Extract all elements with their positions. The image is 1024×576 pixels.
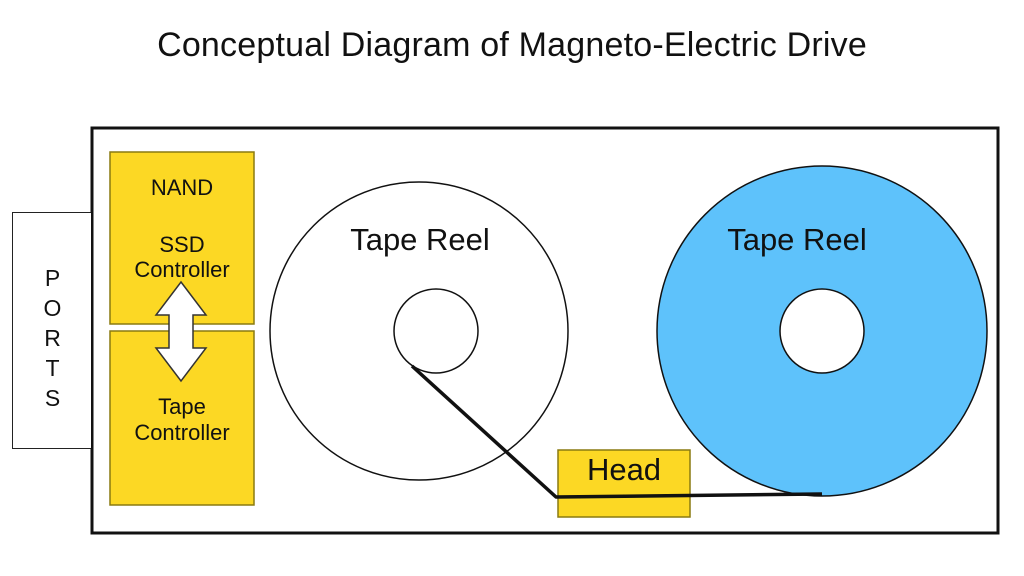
- ssd-controller-label: Controller: [134, 257, 230, 282]
- empty-reel-label: Tape Reel: [350, 222, 490, 257]
- bidirectional-arrow-icon: [154, 280, 208, 383]
- tape-path: [410, 364, 823, 499]
- head-label: Head: [586, 452, 662, 487]
- full-reel-label: Tape Reel: [727, 222, 867, 257]
- drive-enclosure: [90, 126, 1000, 535]
- empty-reel-hub: [393, 288, 479, 374]
- full-reel-hub: [779, 288, 865, 374]
- diagram-title: Conceptual Diagram of Magneto-Electric D…: [157, 26, 867, 64]
- ports-panel: P O R T S: [12, 212, 91, 449]
- tape-controller-label: Controller: [134, 420, 230, 445]
- ports-label: P O R T S: [43, 265, 62, 411]
- ssd-label: SSD: [159, 232, 205, 257]
- nand-label: NAND: [150, 175, 214, 200]
- tape-label: Tape: [158, 394, 206, 419]
- head-block: [557, 449, 691, 518]
